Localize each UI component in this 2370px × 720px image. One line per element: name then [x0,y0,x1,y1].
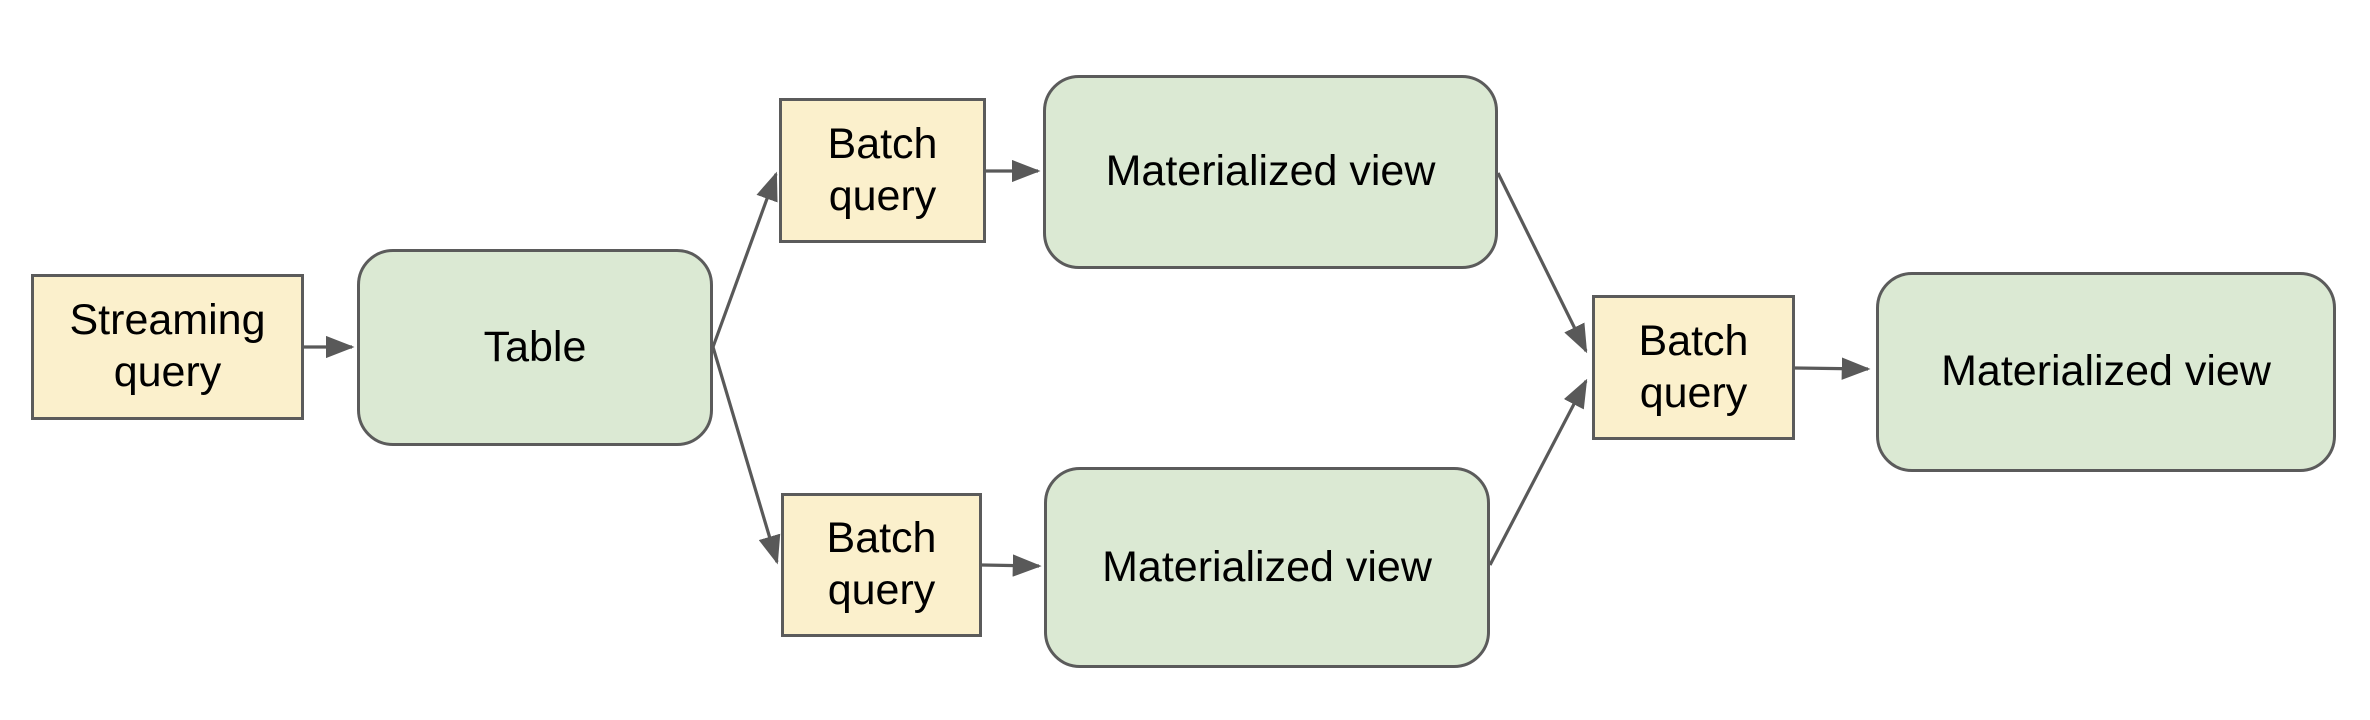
node-streaming-query-label: Streaming query [69,296,266,396]
node-materialized-view-right: Materialized view [1876,272,2336,472]
node-table-label: Table [483,322,587,371]
node-batch-query-center: Batch query [1592,295,1795,440]
edge-table-to-batch-query-top [711,171,778,348]
node-materialized-view-bottom-label: Materialized view [1102,542,1432,591]
edge-materialized-view-top-to-batch-query-center [1496,172,1588,354]
edge-batch-query-center-to-materialized-view-right [1794,357,1871,380]
node-batch-query-center-label: Batch query [1638,316,1749,417]
node-batch-query-top-label: Batch query [827,119,938,220]
node-materialized-view-top: Materialized view [1043,75,1498,269]
node-materialized-view-right-label: Materialized view [1941,347,2271,396]
node-materialized-view-top-label: Materialized view [1105,147,1436,196]
node-batch-query-bottom-label: Batch query [826,514,937,614]
edge-materialized-view-bottom-to-batch-query-center [1488,378,1588,566]
node-batch-query-bottom: Batch query [781,493,982,637]
edge-table-to-batch-query-bottom [711,346,781,565]
node-streaming-query: Streaming query [31,274,304,420]
node-materialized-view-bottom: Materialized view [1044,467,1490,668]
node-table: Table [357,249,713,446]
node-batch-query-top: Batch query [779,98,986,243]
edge-batch-query-bottom-to-materialized-view-bottom [981,554,1042,577]
